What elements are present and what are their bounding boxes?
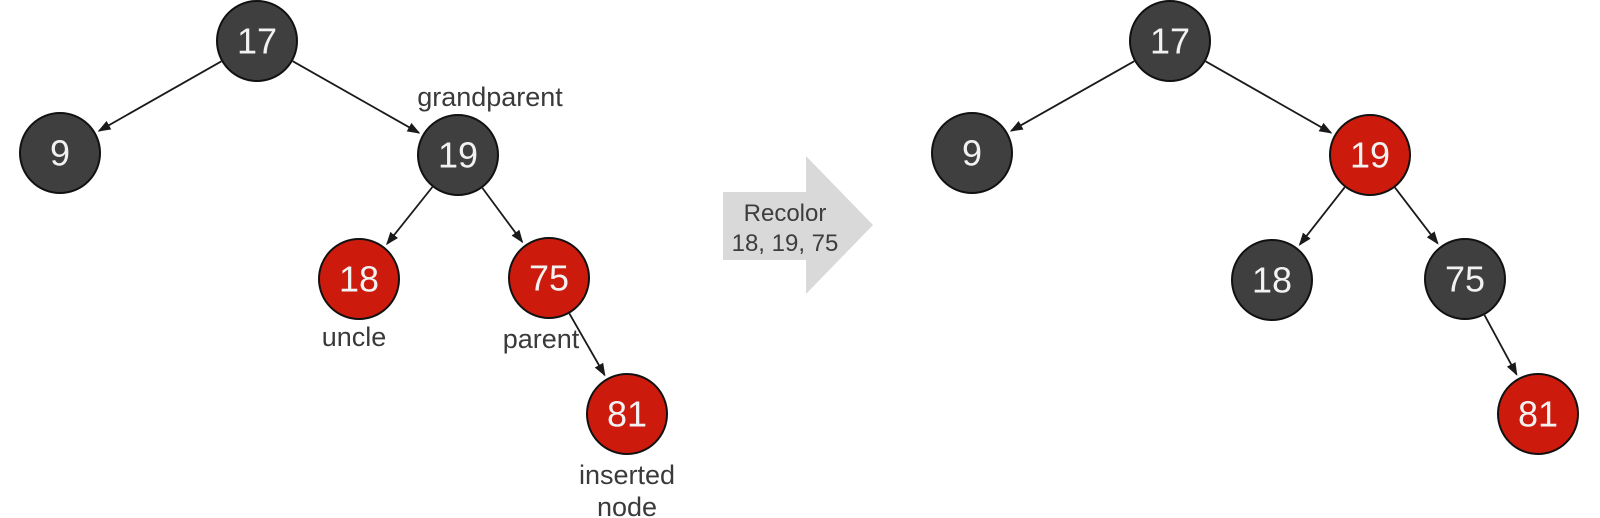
tree-node-after-75 <box>1424 238 1506 320</box>
tree-node-value-after-18: 18 <box>1252 260 1292 301</box>
edge-before-19-to-75 <box>481 187 524 244</box>
tree-node-value-before-18: 18 <box>339 259 379 300</box>
tree-after: 17 9 19 18 75 81 <box>931 0 1579 455</box>
edge-after-19-to-18 <box>1298 186 1346 246</box>
tree-node-before-75 <box>508 237 590 319</box>
tree-node-before-9 <box>19 112 101 194</box>
tree-node-value-before-75: 75 <box>529 258 569 299</box>
edge-after-17-to-19 <box>1205 60 1333 134</box>
tree-node-value-after-19: 19 <box>1350 135 1390 176</box>
tree-node-value-after-9: 9 <box>962 133 982 174</box>
tree-node-after-81 <box>1497 373 1579 455</box>
edge-after-75-to-81 <box>1483 314 1518 376</box>
block-arrow-shape <box>723 156 873 294</box>
edge-after-17-to-9 <box>1009 60 1135 132</box>
edge-before-19-to-18 <box>386 186 434 246</box>
annotation-inserted: inserted <box>579 460 675 490</box>
tree-node-value-before-81: 81 <box>607 394 647 435</box>
transition-arrow: Recolor 18, 19, 75 <box>723 156 873 294</box>
tree-node-value-before-9: 9 <box>50 133 70 174</box>
tree-node-after-17 <box>1129 0 1211 82</box>
transition-arrow-label-line2: 18, 19, 75 <box>732 230 839 257</box>
tree-node-before-17 <box>216 0 298 82</box>
tree-node-before-18 <box>318 238 400 320</box>
edge-after-19-to-75 <box>1394 186 1439 245</box>
annotation-parent: parent <box>503 324 580 354</box>
annotation-node: node <box>597 492 657 518</box>
tree-node-after-18 <box>1231 239 1313 321</box>
tree-node-before-81 <box>586 373 668 455</box>
tree-node-value-before-19: 19 <box>438 135 478 176</box>
tree-node-value-after-81: 81 <box>1518 394 1558 435</box>
transition-arrow-label-line1: Recolor <box>744 200 827 227</box>
tree-node-value-before-17: 17 <box>237 21 277 62</box>
edge-before-75-to-81 <box>568 313 606 377</box>
tree-node-before-19 <box>417 114 499 196</box>
edge-before-17-to-19 <box>292 60 421 134</box>
annotation-grandparent: grandparent <box>417 82 563 112</box>
tree-before: 17 9 19 18 75 81 grandparent uncle parent inserte… <box>19 0 675 518</box>
tree-node-after-19 <box>1329 114 1411 196</box>
tree-node-value-after-17: 17 <box>1150 21 1190 62</box>
annotation-uncle: uncle <box>322 322 387 352</box>
tree-node-value-after-75: 75 <box>1445 259 1485 300</box>
edge-before-17-to-9 <box>97 60 222 132</box>
tree-node-after-9 <box>931 112 1013 194</box>
